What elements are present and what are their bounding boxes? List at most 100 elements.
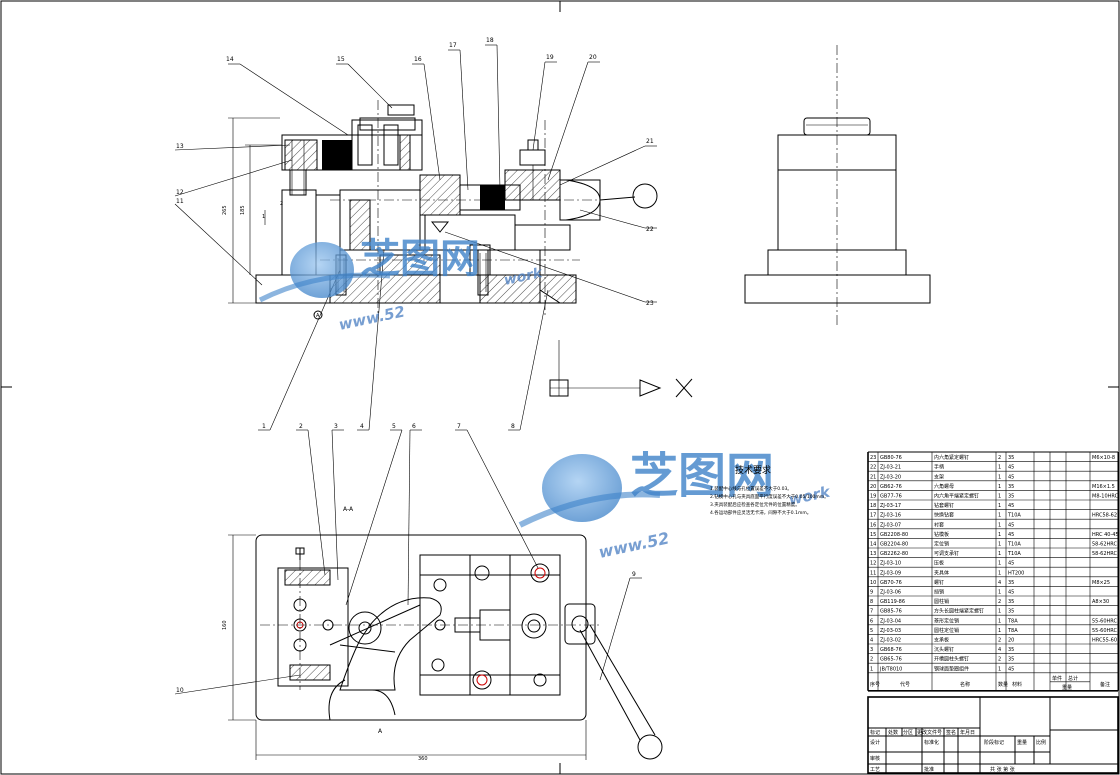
bom-header-seq: 序号 [870,681,880,688]
callout-8: 8 [511,423,515,430]
bom-row-16-material: 45 [1008,522,1014,528]
tb-approve: 批准 [924,766,934,773]
workpiece-lever [339,597,442,691]
bom-row-23-qty: 2 [998,455,1001,461]
side-view [744,45,931,325]
callout-2: 2 [299,423,303,430]
bom-row-8-name: 圆柱销 [934,598,949,605]
locating-pin-section [349,199,371,251]
svg-text:1: 1 [262,214,265,220]
bom-row-20-note: M16×1.5 [1092,484,1115,490]
tech-req-title: 技术要求 [735,464,771,476]
bom-row-16-code: ZJ-03-07 [880,522,901,528]
tb-sheets: 共 张 第 张 [990,766,1015,773]
bom-row-6-code: ZJ-03-04 [880,618,901,624]
bom-row-13-note: 58-62HRC [1092,551,1118,557]
bom-row-8-qty: 2 [998,599,1001,605]
tech-req-2: 2.钻模中心孔与夹具底面平行度误差不大于0.05/100mm。 [710,493,829,500]
bom-row-8-code: GB119-86 [880,599,905,605]
bom-row-9-material: 45 [1008,590,1014,596]
tb-count: 处数 [888,729,898,736]
bom-row-18-name: 钻套螺钉 [934,502,954,509]
bom-row-12-qty: 1 [998,561,1001,567]
bom-row-7-code: GB85-76 [880,609,902,615]
bom-row-13-code: GB2262-80 [880,551,908,557]
bom-row-23-note: M6×10-8 [1092,455,1115,461]
bom-row-22-code: ZJ-03-21 [880,465,901,471]
bom-row-13-seq: 13 [870,551,876,557]
bom-row-17-note: HRC58-62 [1092,513,1117,519]
view-arrow-label: A [378,728,383,735]
front-section-view: 265 185 1 2 A [222,100,658,320]
bom-row-14-seq: 14 [870,542,876,548]
bom-row-2-name: 开槽圆柱头螺钉 [934,656,969,663]
bom-row-21-qty: 1 [998,474,1001,480]
tb-sign: 签名 [946,729,956,736]
bom-row-19-seq: 19 [870,494,876,500]
bom-row-12-seq: 12 [870,561,876,567]
bom-row-5-code: ZJ-03-03 [880,628,901,634]
bom-row-20-qty: 1 [998,484,1001,490]
tb-weight: 重量 [1017,739,1027,746]
watermark-upper: 芝图网 www.52 work [258,236,545,334]
bom-row-16-name: 衬套 [934,521,944,528]
bom-row-13-name: 可调支承钉 [934,550,959,557]
bom-row-3-seq: 3 [870,647,873,653]
bom-row-19-note: M8-10HRC [1092,494,1119,500]
bom-row-21-seq: 21 [870,474,876,480]
bom-row-1-seq: 1 [870,666,873,672]
callout-15: 15 [337,56,345,63]
bom-row-1-name: 钢球面垫圈组件 [934,665,969,672]
bom-row-15-seq: 15 [870,532,876,538]
tb-process: 工艺 [870,767,880,773]
bom-row-6-qty: 1 [998,618,1001,624]
front-callouts: 14 15 16 17 18 19 20 21 22 23 [174,37,657,431]
bom-row-4-material: 20 [1008,638,1014,644]
bom-row-14-material: T10A [1007,542,1021,548]
bom-row-13-material: T10A [1007,551,1021,557]
bom-row-5-seq: 5 [870,628,873,634]
callout-12: 12 [176,189,184,196]
bom-row-19-name: 内六角平端紧定螺钉 [934,493,979,500]
nut-top [519,149,546,166]
svg-text:265: 265 [222,205,228,215]
bom-header-note: 备注 [1100,681,1110,688]
bom-row-17-code: ZJ-03-16 [880,513,901,519]
bom-row-7-seq: 7 [870,609,873,615]
tb-design: 设计 [870,739,880,746]
bom-row-17-seq: 17 [870,513,876,519]
bom-row-3-code: GB68-76 [880,647,902,653]
bom-row-11-qty: 1 [998,570,1001,576]
callout-11: 11 [176,198,184,205]
bom-row-1-qty: 1 [998,666,1001,672]
bom-row-7-material: 35 [1008,609,1014,615]
watermark-url-lower: www.52 [597,528,671,561]
watermark-lower: 芝图网 www.52 work [518,448,832,562]
bom-row-7-name: 方头长圆柱端紧定螺钉 [934,608,984,615]
bom-header-name: 名称 [960,681,970,688]
bom-row-15-note: HRC 40-45 [1092,532,1119,538]
bom-row-4-name: 支承板 [934,637,949,644]
bom-row-22-name: 手柄 [934,464,944,471]
watermark-cn-lower: 芝图网 [630,448,774,504]
svg-text:360: 360 [418,756,428,762]
bom-row-10-code: GB70-76 [880,580,902,586]
section-label: A-A [343,506,354,513]
tech-req-1: 1.装配中心线与孔位置误差不大于0.03。 [710,485,792,492]
callout-16: 16 [414,56,422,63]
top-view-callouts: 2 3 5 6 7 9 10 [174,423,642,695]
svg-text:2: 2 [280,201,283,207]
bom-row-15-qty: 1 [998,532,1001,538]
bom-row-23-seq: 23 [870,455,876,461]
bom-row-10-qty: 4 [998,580,1001,586]
bom-header-total-weight: 总计 [1068,675,1078,682]
bom-row-3-qty: 4 [998,647,1001,653]
tech-req-4: 4.各运动部件应灵活无卡滞，间隙不大于0.1mm。 [710,509,811,516]
callout-23: 23 [646,300,654,307]
bom-header-qty: 数量 [998,681,1008,688]
bom-row-5-qty: 1 [998,628,1001,634]
base-section-end [539,274,577,304]
callout-20: 20 [589,54,597,61]
first-angle-projection-icon [549,340,662,397]
